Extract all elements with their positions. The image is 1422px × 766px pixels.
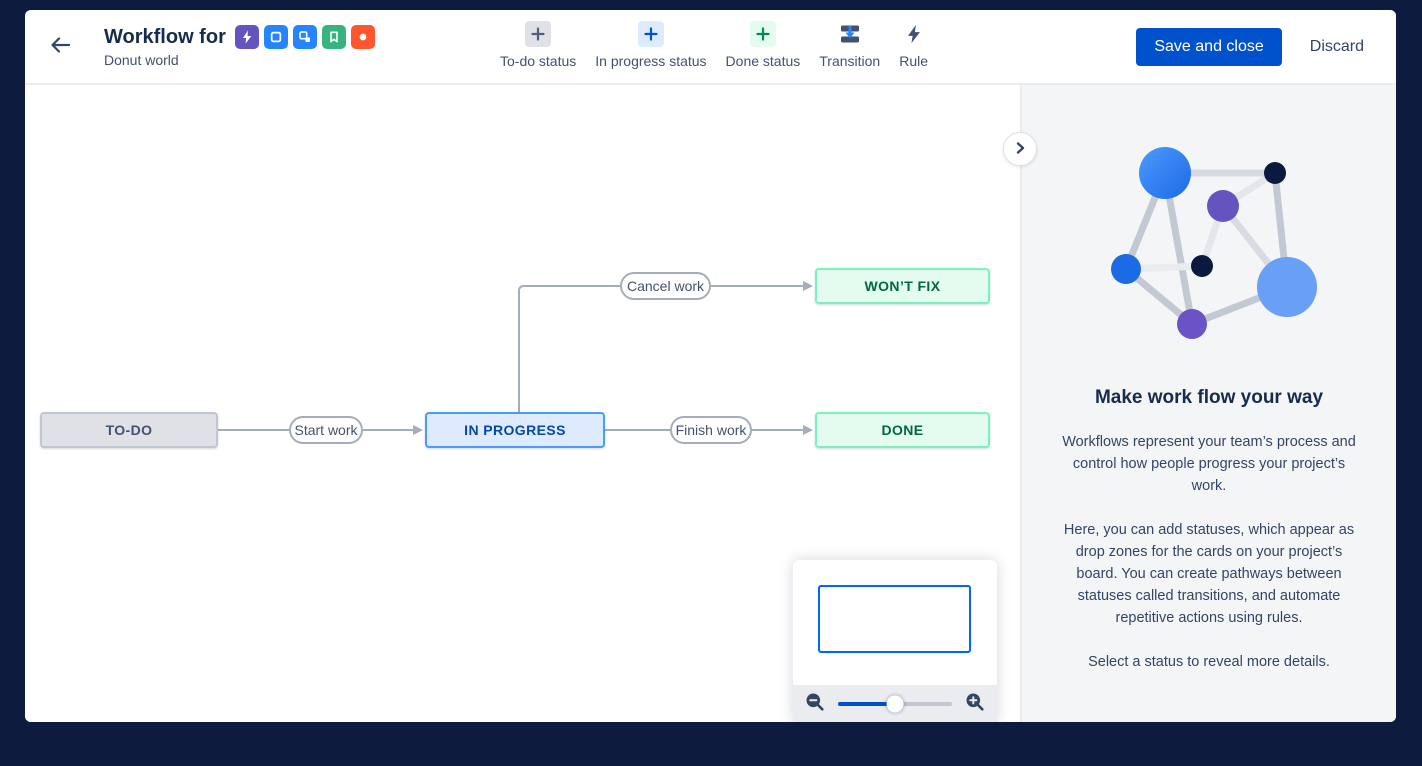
magnifier-plus-icon bbox=[965, 692, 985, 715]
minimap-viewport[interactable] bbox=[818, 585, 971, 653]
info-sidebar: Make work flow your way Workflows repres… bbox=[1020, 85, 1396, 722]
toolbar: To-do status In progress status Transiti… bbox=[500, 21, 928, 69]
zoom-in-button[interactable] bbox=[965, 692, 985, 715]
network-graph-illustration bbox=[1111, 147, 1317, 339]
minimap-zoom-bar bbox=[793, 685, 997, 722]
title-block: Workflow for bbox=[104, 25, 375, 68]
header-actions: Save and close Discard bbox=[1136, 27, 1396, 66]
discard-button[interactable]: Discard bbox=[1309, 37, 1364, 55]
workflow-editor-window: Workflow for bbox=[25, 10, 1396, 722]
workflow-subtitle: Donut world bbox=[104, 52, 179, 68]
header: Workflow for bbox=[25, 10, 1396, 85]
chevron-right-icon bbox=[1012, 140, 1028, 159]
lightning-icon bbox=[901, 21, 927, 47]
status-node-todo[interactable]: TO-DO bbox=[40, 412, 218, 448]
back-button[interactable] bbox=[42, 29, 78, 65]
status-node-done[interactable]: DONE bbox=[815, 412, 990, 448]
save-and-close-button[interactable]: Save and close bbox=[1136, 27, 1282, 66]
add-todo-status-button[interactable]: To-do status bbox=[500, 21, 576, 69]
plus-icon bbox=[637, 21, 664, 47]
bolt-icon bbox=[234, 25, 259, 49]
story-bookmark-icon bbox=[321, 25, 346, 49]
subtask-icon bbox=[292, 25, 317, 49]
sidebar-paragraph-2: Here, you can add statuses, which appear… bbox=[1063, 522, 1355, 626]
sidebar-collapse-button[interactable] bbox=[1003, 132, 1037, 166]
status-node-wont-fix[interactable]: WON’T FIX bbox=[815, 268, 990, 304]
transition-pill-start-work[interactable]: Start work bbox=[289, 416, 363, 444]
zoom-slider-fill bbox=[838, 701, 895, 706]
content-area: TO-DO IN PROGRESS DONE WON’T FIX Start w… bbox=[25, 85, 1396, 722]
zoom-slider[interactable] bbox=[838, 695, 952, 712]
add-inprogress-status-button[interactable]: In progress status bbox=[595, 21, 707, 69]
zoom-slider-thumb[interactable] bbox=[886, 695, 904, 712]
add-done-status-button[interactable]: Transition Done status bbox=[726, 21, 800, 69]
transition-pill-cancel-work[interactable]: Cancel work bbox=[620, 272, 711, 300]
bug-circle-icon bbox=[350, 25, 375, 49]
transition-icon bbox=[837, 21, 863, 47]
zoom-out-button[interactable] bbox=[805, 692, 825, 715]
task-icon bbox=[263, 25, 288, 49]
minimap bbox=[793, 560, 997, 722]
sidebar-heading: Make work flow your way bbox=[1094, 387, 1324, 408]
add-rule-button[interactable]: Rule bbox=[899, 21, 928, 69]
arrow-left-icon bbox=[48, 33, 72, 60]
transition-pill-finish-work[interactable]: Finish work bbox=[670, 416, 752, 444]
status-node-in-progress[interactable]: IN PROGRESS bbox=[425, 412, 605, 448]
plus-icon bbox=[749, 21, 776, 47]
workflow-canvas[interactable]: TO-DO IN PROGRESS DONE WON’T FIX Start w… bbox=[25, 85, 1020, 722]
issue-type-icons bbox=[234, 25, 375, 49]
page-title: Workflow for bbox=[104, 26, 226, 48]
plus-icon bbox=[525, 21, 552, 47]
sidebar-paragraph-3: Select a status to reveal more details. bbox=[1088, 654, 1330, 670]
add-transition-button[interactable]: Transition bbox=[819, 21, 880, 69]
sidebar-paragraph-1: Workflows represent your team’s process … bbox=[1062, 434, 1356, 494]
magnifier-minus-icon bbox=[805, 692, 825, 715]
